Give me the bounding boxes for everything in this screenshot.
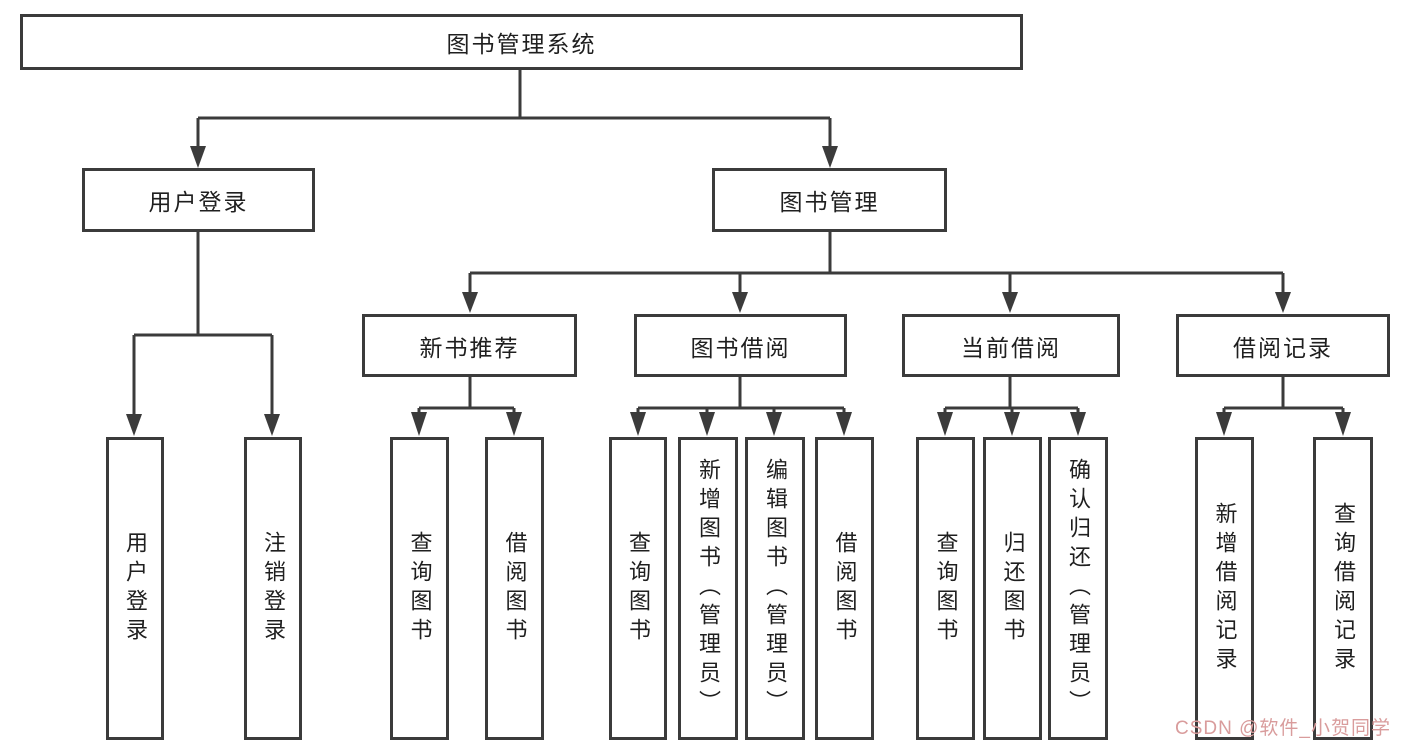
leaf-return-books: 归还图书 <box>983 437 1042 740</box>
leaf-user-login: 用户登录 <box>106 437 164 740</box>
leaf-query-books-current: 查询图书 <box>916 437 975 740</box>
leaf-borrow-books-recommend: 借阅图书 <box>485 437 544 740</box>
leaf-label: 用户登录 <box>123 530 148 647</box>
node-label: 图书借阅 <box>690 334 791 361</box>
leaf-query-books-borrow: 查询图书 <box>609 437 667 740</box>
leaf-edit-book-admin: 编辑图书（管理员） <box>745 437 805 740</box>
node-current-borrow: 当前借阅 <box>902 314 1120 377</box>
leaf-logout-login: 注销登录 <box>244 437 302 740</box>
leaf-label: 查询图书 <box>407 530 433 647</box>
leaf-label: 新增图书（管理员） <box>696 458 721 719</box>
node-book-management: 图书管理 <box>712 168 947 232</box>
leaf-confirm-return-admin: 确认归还（管理员） <box>1048 437 1108 740</box>
leaf-label: 编辑图书（管理员） <box>763 458 788 719</box>
node-label: 借阅记录 <box>1233 334 1333 361</box>
node-label: 图书管理 <box>779 189 880 215</box>
node-new-book-recommend: 新书推荐 <box>362 314 577 377</box>
node-borrow-record: 借阅记录 <box>1176 314 1390 377</box>
csdn-watermark: CSDN @软件_小贺同学 <box>1175 718 1391 739</box>
leaf-query-books-recommend: 查询图书 <box>390 437 449 740</box>
node-user-login: 用户登录 <box>82 168 315 232</box>
leaf-query-borrow-record: 查询借阅记录 <box>1313 437 1373 740</box>
leaf-borrow-books: 借阅图书 <box>815 437 874 740</box>
leaf-label: 查询借阅记录 <box>1331 501 1356 676</box>
leaf-add-book-admin: 新增图书（管理员） <box>678 437 738 740</box>
node-label: 新书推荐 <box>419 334 520 361</box>
node-label: 当前借阅 <box>961 334 1061 361</box>
leaf-label: 注销登录 <box>261 530 286 647</box>
node-label: 图书管理系统 <box>446 31 597 57</box>
leaf-label: 确认归还（管理员） <box>1066 458 1091 719</box>
leaf-label: 新增借阅记录 <box>1212 501 1238 676</box>
leaf-label: 查询图书 <box>626 530 651 647</box>
leaf-label: 借阅图书 <box>832 530 858 647</box>
leaf-label: 借阅图书 <box>502 530 528 647</box>
arrowheads <box>126 146 1351 436</box>
node-label: 用户登录 <box>148 189 249 215</box>
leaf-add-borrow-record: 新增借阅记录 <box>1195 437 1254 740</box>
node-book-borrow: 图书借阅 <box>634 314 847 377</box>
leaf-label: 查询图书 <box>933 530 959 647</box>
node-root-system: 图书管理系统 <box>20 14 1023 70</box>
leaf-label: 归还图书 <box>1000 530 1026 647</box>
